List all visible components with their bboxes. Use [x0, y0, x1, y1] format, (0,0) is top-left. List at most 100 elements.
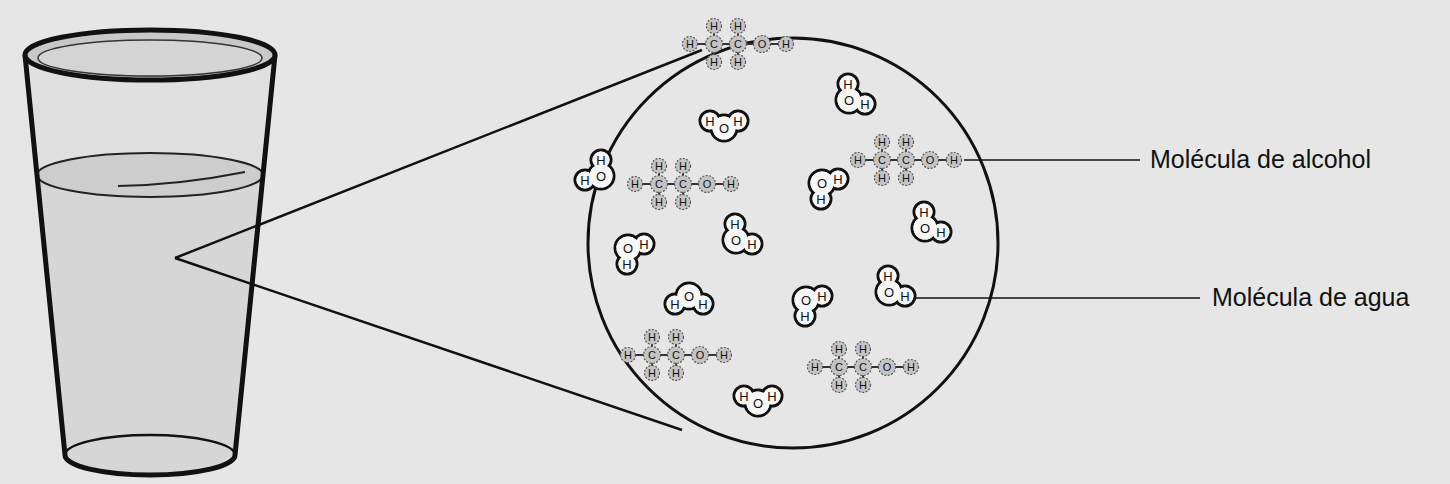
molecules — [575, 19, 962, 417]
atom-symbol: H — [816, 193, 825, 206]
atom-symbol: H — [670, 298, 679, 311]
atom-symbol: H — [833, 173, 842, 186]
atom-shell — [874, 152, 891, 169]
atom-shell — [644, 347, 661, 364]
water-molecule — [665, 283, 713, 314]
atom-symbol: C — [710, 39, 718, 50]
atom-symbol: H — [720, 350, 728, 361]
molecule-fill — [896, 287, 913, 304]
atom-symbol: H — [655, 197, 663, 208]
atom-symbol: H — [739, 390, 748, 403]
atom-symbol: H — [835, 380, 843, 391]
atom-shell — [706, 36, 723, 53]
atom-symbol: H — [800, 310, 809, 323]
atom-symbol: O — [596, 170, 606, 183]
molecule-fill — [932, 223, 949, 240]
atom-symbol: H — [860, 98, 869, 111]
alcohol-molecule — [628, 159, 739, 210]
atom-symbol: H — [817, 290, 826, 303]
water-molecule — [700, 111, 748, 141]
glass — [25, 30, 275, 475]
atom-shell — [652, 195, 667, 210]
atom-symbol: H — [648, 368, 656, 379]
atom-symbol: H — [686, 39, 694, 50]
atom-symbol: H — [878, 137, 886, 148]
atom-shell — [851, 153, 866, 168]
atom-symbol: H — [727, 179, 735, 190]
atom-shell — [731, 55, 746, 70]
atom-symbol: H — [734, 57, 742, 68]
molecule-fill — [913, 216, 936, 239]
atom-shell — [651, 176, 668, 193]
alcohol-molecule — [851, 135, 962, 186]
atom-symbol: H — [902, 137, 910, 148]
atom-shell — [707, 19, 722, 34]
molecule-fill — [724, 228, 747, 251]
atom-symbol: H — [734, 21, 742, 32]
molecule-fill — [694, 295, 711, 312]
atom-symbol: C — [734, 39, 742, 50]
molecule-fill — [618, 255, 635, 272]
atom-symbol: O — [884, 286, 894, 299]
atom-symbol: C — [648, 350, 656, 361]
atom-symbol: H — [835, 344, 843, 355]
atom-shell — [652, 159, 667, 174]
atom-symbol: H — [747, 238, 756, 251]
callout-label: Molécula de alcohol — [1150, 146, 1371, 174]
atom-symbol: O — [801, 294, 811, 307]
atom-symbol: C — [878, 155, 886, 166]
atom-shell — [922, 152, 939, 169]
atom-symbol: H — [672, 332, 680, 343]
water-molecule — [809, 169, 848, 209]
atom-symbol: H — [655, 161, 663, 172]
atom-shell — [668, 347, 685, 364]
atom-symbol: H — [811, 362, 819, 373]
atom-shell — [832, 378, 847, 393]
atom-symbol: H — [843, 78, 852, 91]
atom-symbol: O — [684, 290, 694, 303]
atom-shell — [855, 359, 872, 376]
atom-symbol: H — [919, 206, 928, 219]
atom-symbol: H — [679, 197, 687, 208]
callout-label: Molécula de agua — [1212, 284, 1409, 312]
molecule-fill — [743, 235, 760, 252]
molecule-fill — [812, 190, 829, 207]
atom-symbol: H — [710, 21, 718, 32]
atom-symbol: O — [844, 94, 854, 107]
atom-symbol: H — [596, 154, 605, 167]
atom-shell — [899, 135, 914, 150]
atom-symbol: C — [679, 179, 687, 190]
atom-shell — [692, 347, 709, 364]
atom-shell — [724, 177, 739, 192]
molecule-fill — [589, 164, 612, 187]
atom-shell — [645, 330, 660, 345]
atom-symbol: H — [705, 115, 714, 128]
atom-symbol: H — [767, 390, 776, 403]
alcohol-molecule — [621, 330, 732, 381]
atom-symbol: H — [782, 39, 790, 50]
water-molecule — [912, 202, 951, 242]
atom-symbol: H — [883, 270, 892, 283]
atom-shell — [808, 360, 823, 375]
atom-shell — [621, 348, 636, 363]
atom-symbol: O — [753, 397, 763, 410]
atom-symbol: O — [696, 350, 705, 361]
atom-shell — [669, 366, 684, 381]
leader-lines — [903, 160, 1200, 298]
atom-symbol: H — [698, 298, 707, 311]
atom-symbol: H — [580, 174, 589, 187]
alcohol-molecule — [683, 19, 794, 70]
atom-shell — [676, 195, 691, 210]
atom-shell — [717, 348, 732, 363]
atom-shell — [699, 176, 716, 193]
water-molecule — [723, 214, 762, 254]
atom-symbol: H — [679, 161, 687, 172]
atom-shell — [669, 330, 684, 345]
atom-symbol: O — [703, 179, 712, 190]
molecule-fill — [856, 95, 873, 112]
atom-symbol: O — [719, 122, 729, 135]
molecule-fill — [576, 171, 593, 188]
molecule-fill — [796, 307, 813, 324]
atom-symbol: C — [835, 362, 843, 373]
